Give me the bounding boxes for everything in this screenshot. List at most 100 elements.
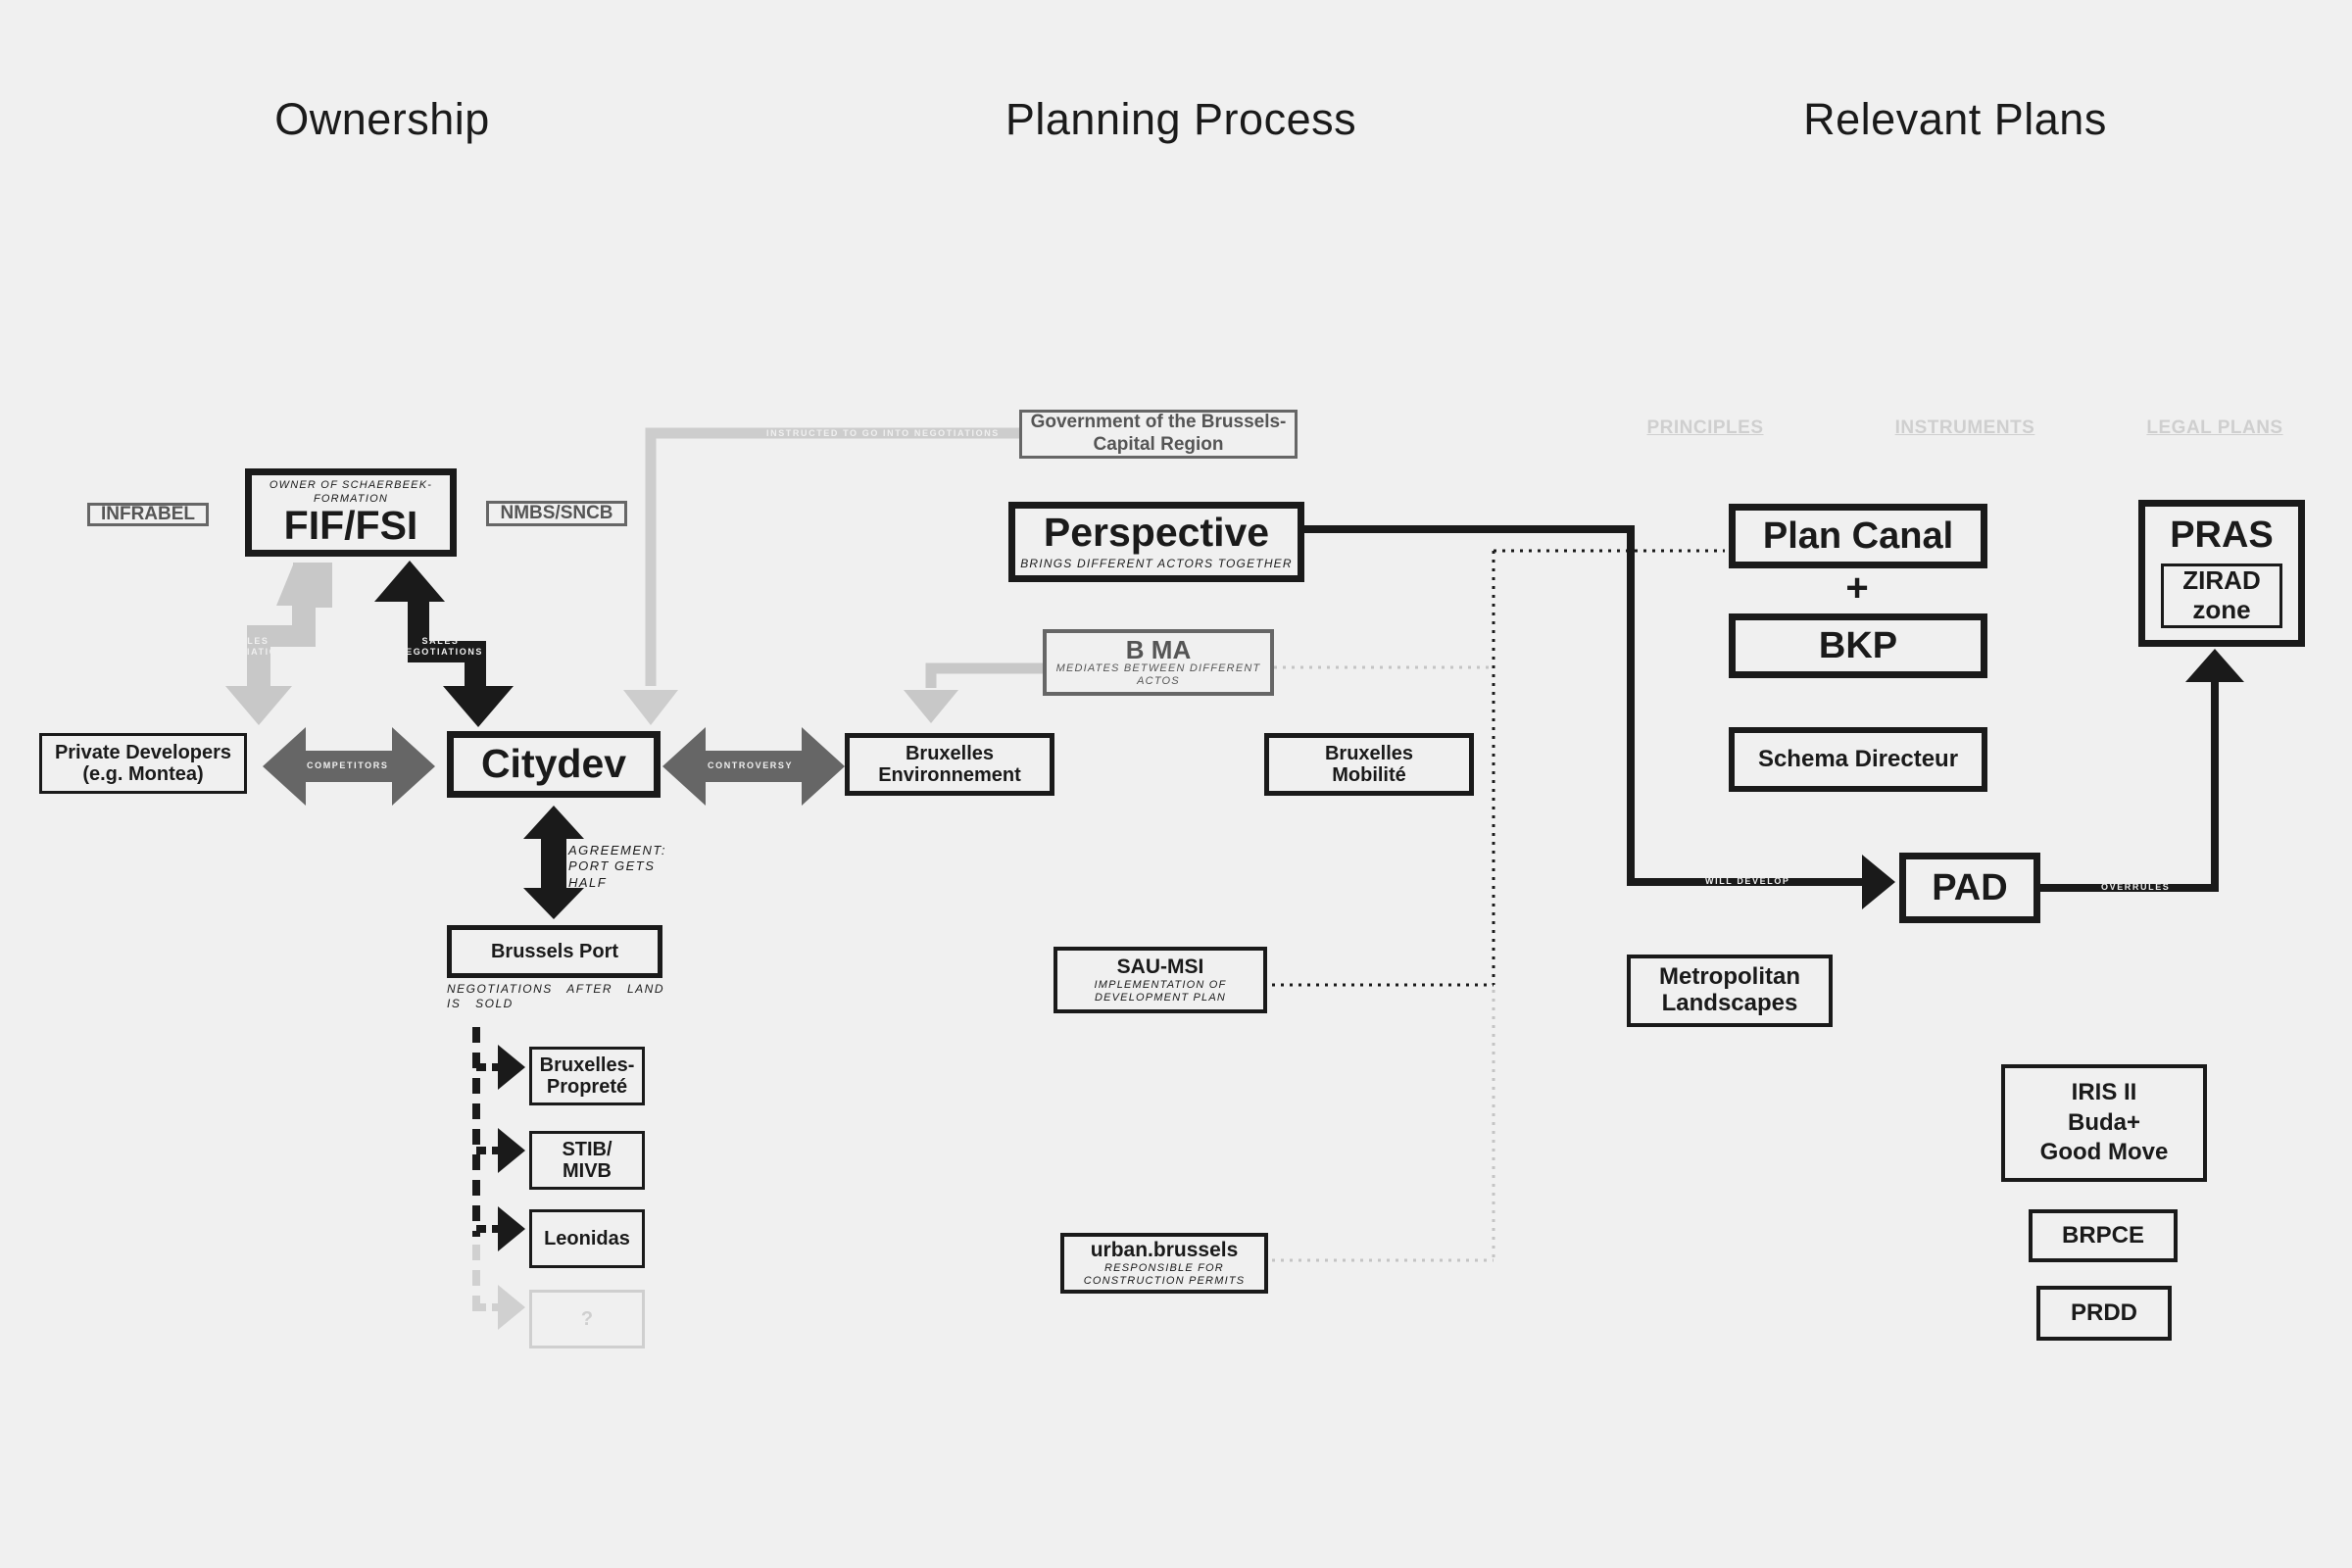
node-unknown-label: ?: [580, 1307, 594, 1330]
will-develop-connector: [1303, 525, 1868, 886]
node-bru-env-line2: Environnement: [878, 764, 1021, 786]
node-sau-caption-line2: DEVELOPMENT PLAN: [1094, 991, 1227, 1004]
instructed-arrowhead: [623, 690, 678, 725]
node-brpce: BRPCE: [2029, 1209, 2178, 1262]
got-table-connector: [925, 662, 1047, 688]
node-private-dev-line1: Private Developers: [54, 741, 232, 763]
node-bkp: BKP: [1729, 613, 1987, 678]
node-fif-fsi: OWNER OF SCHAERBEEK-FORMATION FIF/FSI: [245, 468, 457, 557]
node-iris-line2: Buda+: [2067, 1108, 2140, 1136]
node-perspective-label: Perspective: [1043, 510, 1270, 556]
node-pras: PRAS ZIRAD zone: [2138, 500, 2305, 647]
got-table-arrowhead: [904, 690, 958, 723]
sales-double-arrow-grey: [225, 563, 331, 725]
node-stib-mivb: STIB/ MIVB: [529, 1131, 645, 1190]
node-iris-ii: IRIS II Buda+ Good Move: [2001, 1064, 2207, 1182]
label-controversy: CONTROVERSY: [708, 760, 794, 770]
label-got-at-the-table: GOT AT THE TABLE: [927, 654, 1036, 663]
label-sales-negotiations-grey: SALES NEGOTIATIONS: [208, 636, 294, 657]
node-bru-env-line1: Bruxelles: [905, 742, 995, 764]
node-brussels-port-label: Brussels Port: [490, 940, 619, 962]
node-urban-caption-line1: RESPONSIBLE FOR: [1104, 1261, 1224, 1274]
header-ownership: Ownership: [274, 94, 490, 144]
node-urban-brussels: urban.brussels RESPONSIBLE FOR CONSTRUCT…: [1060, 1233, 1268, 1294]
node-bru-mob-line1: Bruxelles: [1324, 742, 1414, 764]
competitors-double-arrow: [263, 727, 435, 806]
node-bma-caption-line2: ACTOS: [1137, 675, 1180, 687]
node-schema-directeur: Schema Directeur: [1729, 727, 1987, 792]
node-bkp-label: BKP: [1818, 624, 1898, 666]
arrow-unknown: [498, 1285, 525, 1330]
node-metro-line1: Metropolitan: [1659, 963, 1800, 991]
subheader-principles: PRINCIPLES: [1646, 417, 1764, 438]
node-iris-line1: IRIS II: [2071, 1078, 2137, 1105]
node-nmbs-label: NMBS/SNCB: [500, 503, 613, 524]
node-plan-canal: Plan Canal: [1729, 504, 1987, 568]
node-metropolitan-landscapes: Metropolitan Landscapes: [1627, 955, 1833, 1027]
node-leonidas-label: Leonidas: [544, 1227, 630, 1250]
overrules-arrowhead: [2185, 649, 2244, 682]
arrow-stib: [498, 1128, 525, 1173]
node-bruxelles-mobilite: Bruxelles Mobilité: [1264, 733, 1474, 796]
node-zirad-line1: ZIRAD: [2182, 565, 2261, 596]
node-plan-canal-label: Plan Canal: [1762, 514, 1954, 557]
subheader-instruments: INSTRUMENTS: [1894, 417, 2035, 438]
node-perspective-caption: BRINGS DIFFERENT ACTORS TOGETHER: [1020, 557, 1293, 571]
label-instructed: INSTRUCTED TO GO INTO NEGOTIATIONS: [766, 428, 1000, 438]
arrow-leonidas: [498, 1206, 525, 1251]
node-sau-msi: SAU-MSI IMPLEMENTATION OF DEVELOPMENT PL…: [1054, 947, 1267, 1013]
node-urban-label: urban.brussels: [1090, 1239, 1239, 1262]
node-sau-label: SAU-MSI: [1116, 956, 1204, 979]
node-fif-caption: OWNER OF SCHAERBEEK-FORMATION: [269, 479, 433, 505]
node-private-developers: Private Developers (e.g. Montea): [39, 733, 247, 794]
label-sales-negotiations-black: SALES NEGOTIATIONS: [398, 636, 484, 657]
node-metro-line2: Landscapes: [1661, 990, 1798, 1016]
node-nmbs-sncb: NMBS/SNCB: [486, 501, 627, 526]
arrow-proprete: [498, 1045, 525, 1090]
node-zirad-zone: ZIRAD zone: [2161, 564, 2282, 628]
node-brpce-label: BRPCE: [2061, 1221, 2144, 1249]
node-government: Government of the Brussels- Capital Regi…: [1019, 410, 1298, 459]
node-bma: B MA MEDIATES BETWEEN DIFFERENT ACTOS: [1043, 629, 1274, 696]
node-pad-label: PAD: [1932, 866, 2008, 908]
header-relevant-plans: Relevant Plans: [1803, 94, 2107, 144]
node-fif-label: FIF/FSI: [283, 502, 418, 548]
node-bma-caption-line1: MEDIATES BETWEEN DIFFERENT: [1055, 662, 1261, 674]
agreement-double-arrow: [523, 806, 584, 919]
node-bru-mob-line2: Mobilité: [1332, 764, 1406, 786]
node-stib-line1: STIB/: [562, 1138, 612, 1160]
label-negotiations-after: NEGOTIATIONS AFTER LAND IS SOLD: [447, 982, 664, 1010]
node-pras-label: PRAS: [2170, 514, 2274, 556]
plus-sign: +: [1845, 566, 1869, 610]
node-bma-label: B MA: [1125, 634, 1192, 664]
node-infrabel-label: INFRABEL: [100, 504, 196, 525]
controversy-double-arrow: [662, 727, 845, 806]
overrules-connector: [2036, 678, 2219, 892]
node-prdd: PRDD: [2036, 1286, 2172, 1341]
node-proprete-line2: Propreté: [546, 1076, 628, 1098]
node-sau-caption-line1: IMPLEMENTATION OF: [1094, 978, 1227, 991]
instructed-connector: [645, 427, 1019, 686]
header-planning-process: Planning Process: [1004, 94, 1357, 144]
node-urban-caption-line2: CONSTRUCTION PERMITS: [1083, 1274, 1246, 1287]
node-bruxelles-proprete: Bruxelles- Propreté: [529, 1047, 645, 1105]
node-government-line2: Capital Region: [1093, 434, 1224, 455]
will-develop-arrowhead: [1862, 855, 1895, 909]
node-stib-line2: MIVB: [563, 1160, 612, 1182]
label-competitors: COMPETITORS: [307, 760, 389, 770]
node-citydev-label: Citydev: [480, 741, 627, 787]
node-pad: PAD: [1899, 853, 2040, 923]
node-unknown: ?: [529, 1290, 645, 1348]
node-citydev: Citydev: [447, 731, 661, 798]
label-will-develop: WILL DEVELOP: [1705, 876, 1790, 886]
node-zirad-line2: zone: [2192, 595, 2251, 624]
node-proprete-line1: Bruxelles-: [539, 1054, 635, 1076]
node-prdd-label: PRDD: [2070, 1298, 2137, 1326]
node-private-dev-line2: (e.g. Montea): [82, 763, 204, 785]
node-brussels-port: Brussels Port: [447, 925, 662, 978]
label-agreement: AGREEMENT: PORT GETS HALF: [568, 843, 666, 890]
node-bruxelles-environnement: Bruxelles Environnement: [845, 733, 1054, 796]
sales-double-arrow-black: [374, 561, 514, 727]
node-leonidas: Leonidas: [529, 1209, 645, 1268]
